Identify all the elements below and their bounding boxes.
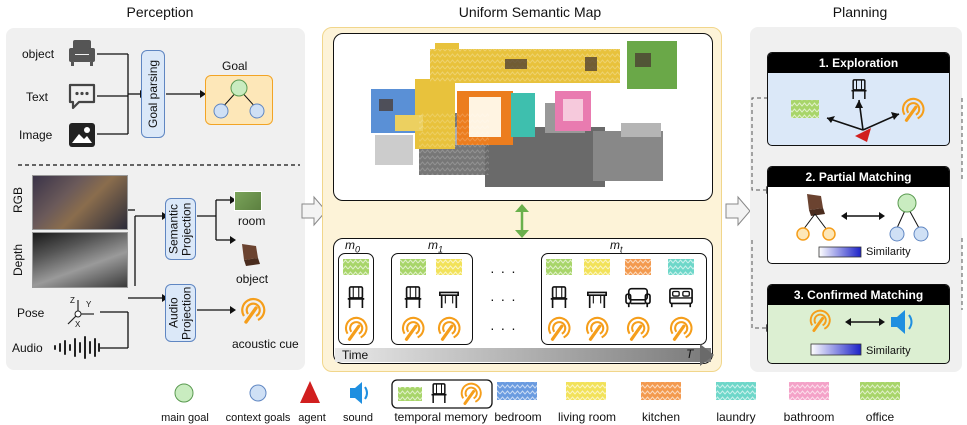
goal-title: Goal: [222, 59, 248, 73]
pose-axes-icon: [67, 300, 94, 325]
rgb-image: [32, 175, 128, 230]
axis-z-label: Z: [70, 296, 75, 305]
agent-triangle-icon: [855, 128, 871, 142]
memory-contents: [343, 259, 694, 341]
input-object-label: object: [22, 47, 55, 61]
acoustic-cue-icon: [238, 296, 268, 326]
legend-kitchen: kitchen: [641, 410, 681, 424]
partial-matching-card: 2. Partial Matching: [767, 166, 950, 264]
image-icon: [69, 123, 95, 147]
exploration-scene: [791, 78, 926, 142]
time-end-label: T: [686, 347, 694, 361]
legend-bathroom: bathroom: [783, 410, 835, 424]
depth-label: Depth: [11, 243, 25, 277]
time-axis-arrowhead: [700, 344, 714, 366]
rgb-label: RGB: [11, 187, 25, 214]
partial-matching-title: 2. Partial Matching: [768, 167, 949, 187]
memory-mt-label: mt: [610, 238, 623, 255]
memory-m1-label: m1: [428, 238, 444, 255]
legend-agent: agent: [298, 412, 326, 424]
sofa-icon: [69, 40, 95, 66]
chat-bubble-icon: [68, 83, 96, 110]
ellipsis-row-1: · · ·: [490, 263, 517, 279]
map-header: Uniform Semantic Map: [458, 4, 602, 20]
audio-projection-box: [165, 284, 196, 342]
object-chair-thumbnail: [242, 244, 260, 266]
legend-temporal-memory: temporal memory: [394, 410, 488, 424]
legend-living-room: living room: [557, 410, 617, 424]
arrow-map-to-planning: [725, 195, 751, 227]
legend-context-goals: context goals: [225, 412, 291, 424]
goal-graph: [213, 79, 265, 119]
input-image-label: Image: [19, 128, 53, 142]
legend-main-goal: main goal: [161, 412, 209, 424]
perception-connectors: [18, 53, 300, 349]
legend-laundry: laundry: [716, 410, 756, 424]
pose-label: Pose: [17, 306, 45, 320]
axis-x-label: X: [75, 320, 81, 329]
legend-office: office: [865, 410, 895, 424]
goal-parsing-label: Goal parsing: [146, 59, 160, 129]
partial-similarity-label: Similarity: [866, 246, 911, 258]
arrow-perception-to-map: [301, 195, 327, 227]
memory-m0-label: m0: [345, 238, 361, 255]
audio-waveform-icon: [54, 336, 100, 359]
axis-y-label: Y: [86, 300, 92, 309]
legend-sound: sound: [343, 412, 373, 424]
memory-frame-mt: [541, 253, 707, 345]
object-label: object: [236, 272, 269, 286]
acoustic-cue-label: acoustic cue: [232, 337, 299, 351]
legend-bedroom: bedroom: [494, 410, 542, 424]
audio-projection-label: Audio Projection: [166, 286, 194, 340]
partial-matching-scene: [796, 193, 929, 258]
confirmed-matching-scene: [809, 309, 913, 356]
room-thumbnail: [234, 191, 262, 211]
ellipsis-row-3: · · ·: [490, 320, 517, 336]
audio-label: Audio: [12, 341, 43, 355]
confirmed-matching-title: 3. Confirmed Matching: [768, 285, 949, 305]
input-text-label: Text: [26, 90, 49, 104]
legend-icons: [174, 379, 900, 409]
map-memory-link-arrow: [515, 204, 529, 238]
time-label: Time: [342, 348, 369, 362]
planning-header: Planning: [832, 4, 888, 20]
exploration-card: 1. Exploration: [767, 52, 950, 146]
memory-frame-m1: [391, 253, 473, 345]
confirmed-similarity-label: Similarity: [866, 345, 911, 357]
memory-frame-m0: [338, 253, 374, 345]
semantic-projection-label: Semantic Projection: [166, 202, 194, 256]
ellipsis-row-2: · · ·: [490, 291, 517, 307]
depth-image: [32, 232, 128, 288]
perception-header: Perception: [126, 4, 194, 20]
semantic-projection-box: [165, 198, 196, 260]
room-label: room: [238, 214, 266, 228]
time-axis-bar: [335, 348, 711, 362]
goal-parsing-box: [141, 50, 165, 138]
floor-plan-map: [371, 41, 677, 187]
exploration-title: 1. Exploration: [768, 53, 949, 73]
